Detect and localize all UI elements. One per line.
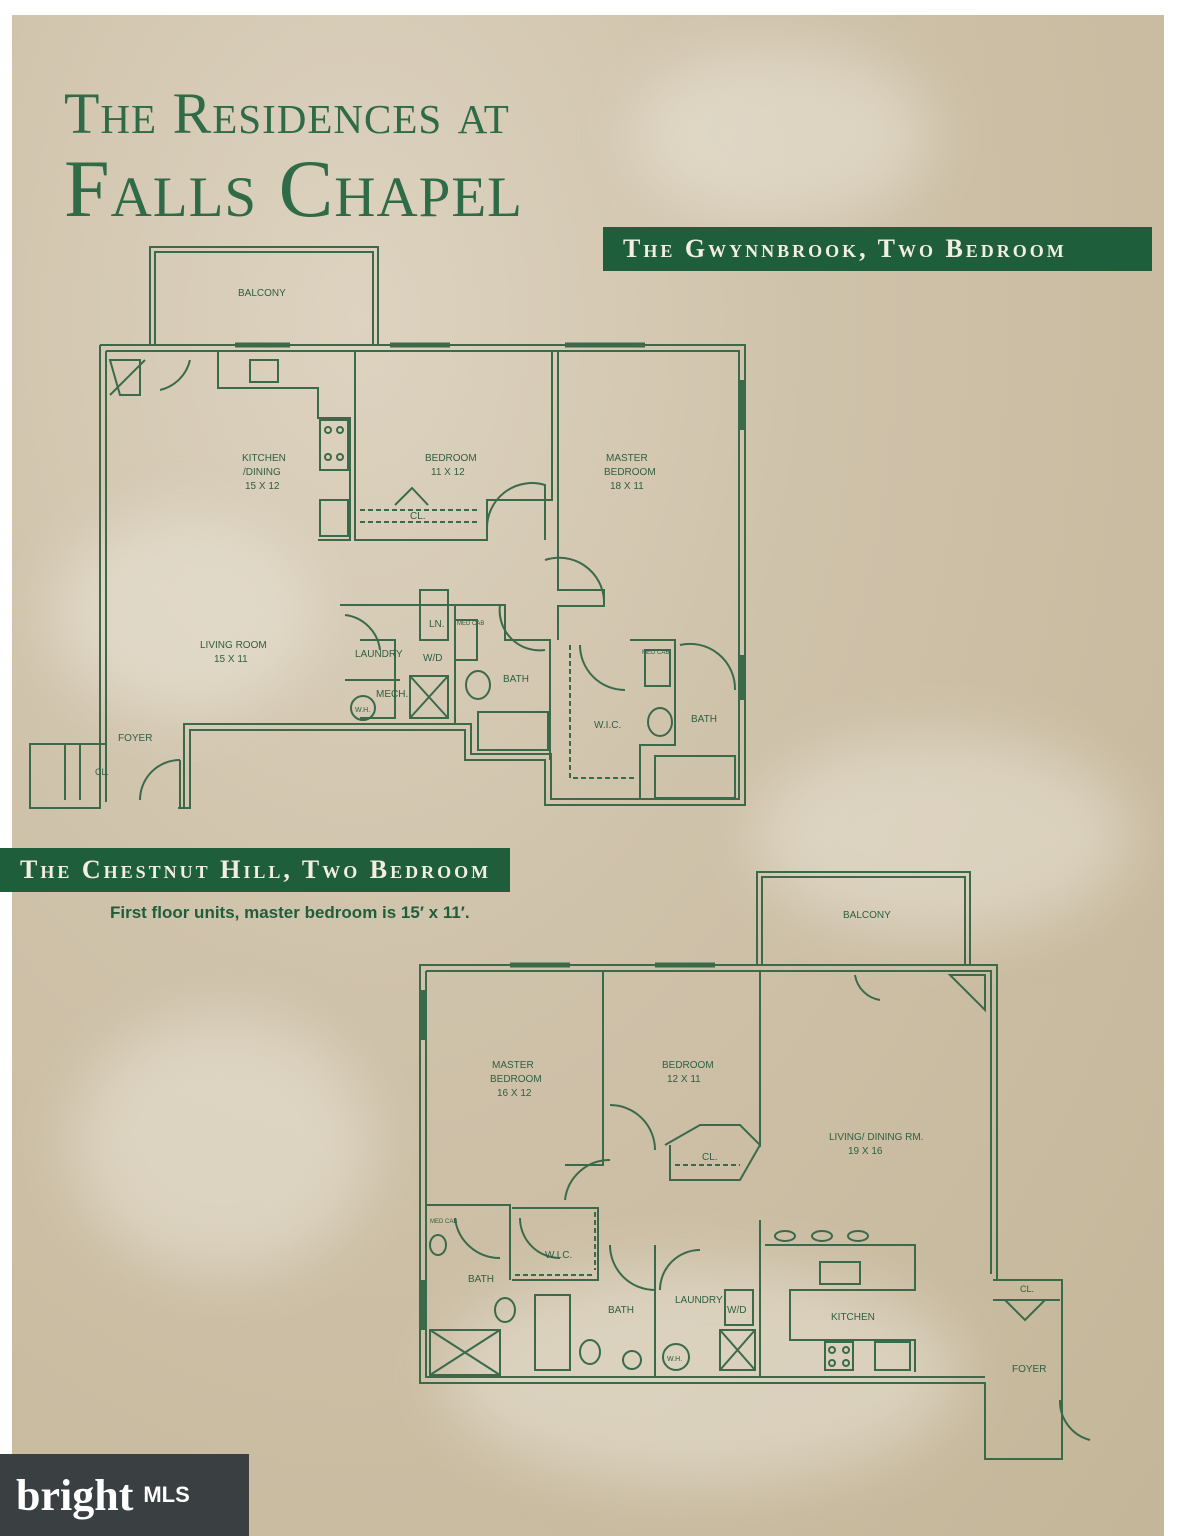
a-closet-label: CL. (410, 511, 426, 522)
title-line-1: The Residences at (64, 81, 510, 146)
b-wic-label: W.I.C. (545, 1250, 572, 1261)
a-medcab-label: MED CAB (457, 621, 484, 627)
paper-highlight (52, 515, 312, 715)
a-bath-label-2: BATH (691, 714, 717, 725)
a-foyer-label: FOYER (118, 733, 152, 744)
a-medcab-label-2: MED CAB (642, 650, 669, 656)
a-laundry-label: LAUNDRY (355, 649, 403, 660)
title-line-2: Falls Chapel (64, 143, 523, 234)
b-laundry-label: LAUNDRY (675, 1295, 723, 1306)
a-living-size: 15 X 11 (214, 654, 248, 665)
brand-suffix: MLS (143, 1482, 190, 1507)
b-medcab-label: MED CAB (430, 1219, 457, 1225)
b-living-label: LIVING/ DINING RM. (829, 1132, 923, 1143)
a-linen-label: LN. (429, 619, 445, 630)
brand-logo: bright MLS (0, 1454, 249, 1536)
b-closet-label: CL. (702, 1152, 718, 1163)
brand-name: bright (16, 1470, 134, 1520)
a-foyer-closet-label: CL. (95, 767, 109, 777)
b-wd-label: W/D (727, 1305, 746, 1316)
a-wic-label: W.I.C. (594, 720, 621, 731)
a-kitchen-size: 15 X 12 (245, 481, 280, 492)
b-master-label-2: BEDROOM (490, 1074, 542, 1085)
plan-b-banner: The Chestnut Hill, Two Bedroom (0, 848, 510, 892)
b-living-size: 19 X 16 (848, 1146, 883, 1157)
b-foyer-label: FOYER (1012, 1364, 1046, 1375)
b-kitchen-label: KITCHEN (831, 1312, 875, 1323)
b-bedroom-size: 12 X 11 (667, 1074, 701, 1085)
a-kitchen-label-2: /DINING (243, 467, 281, 478)
b-master-size: 16 X 12 (497, 1088, 532, 1099)
a-wh-label: W.H. (355, 707, 370, 714)
a-wd-label: W/D (423, 653, 442, 664)
a-master-size: 18 X 11 (610, 481, 644, 492)
paper-highlight (752, 735, 1132, 935)
b-bath-label-2: BATH (608, 1305, 634, 1316)
a-bath-label: BATH (503, 674, 529, 685)
a-balcony-label: BALCONY (238, 288, 286, 299)
a-bedroom-label: BEDROOM (425, 453, 477, 464)
a-kitchen-label: KITCHEN (242, 453, 286, 464)
plan-b-note: First floor units, master bedroom is 15′… (110, 903, 470, 922)
b-bedroom-label: BEDROOM (662, 1060, 714, 1071)
b-bath-label: BATH (468, 1274, 494, 1285)
b-wh-label: W.H. (667, 1356, 682, 1363)
a-master-label: MASTER (606, 453, 648, 464)
a-master-label-2: BEDROOM (604, 467, 656, 478)
b-foyer-closet-label: CL. (1020, 1284, 1034, 1294)
paper-highlight (632, 45, 932, 225)
a-bedroom-size: 11 X 12 (431, 467, 465, 478)
paper-highlight (72, 1015, 372, 1275)
b-balcony-label: BALCONY (843, 910, 891, 921)
a-mech-label: MECH. (376, 689, 408, 700)
paper-highlight (442, 1265, 962, 1485)
plan-a-banner: The Gwynnbrook, Two Bedroom (603, 227, 1152, 271)
a-living-label: LIVING ROOM (200, 640, 267, 651)
b-master-label: MASTER (492, 1060, 534, 1071)
